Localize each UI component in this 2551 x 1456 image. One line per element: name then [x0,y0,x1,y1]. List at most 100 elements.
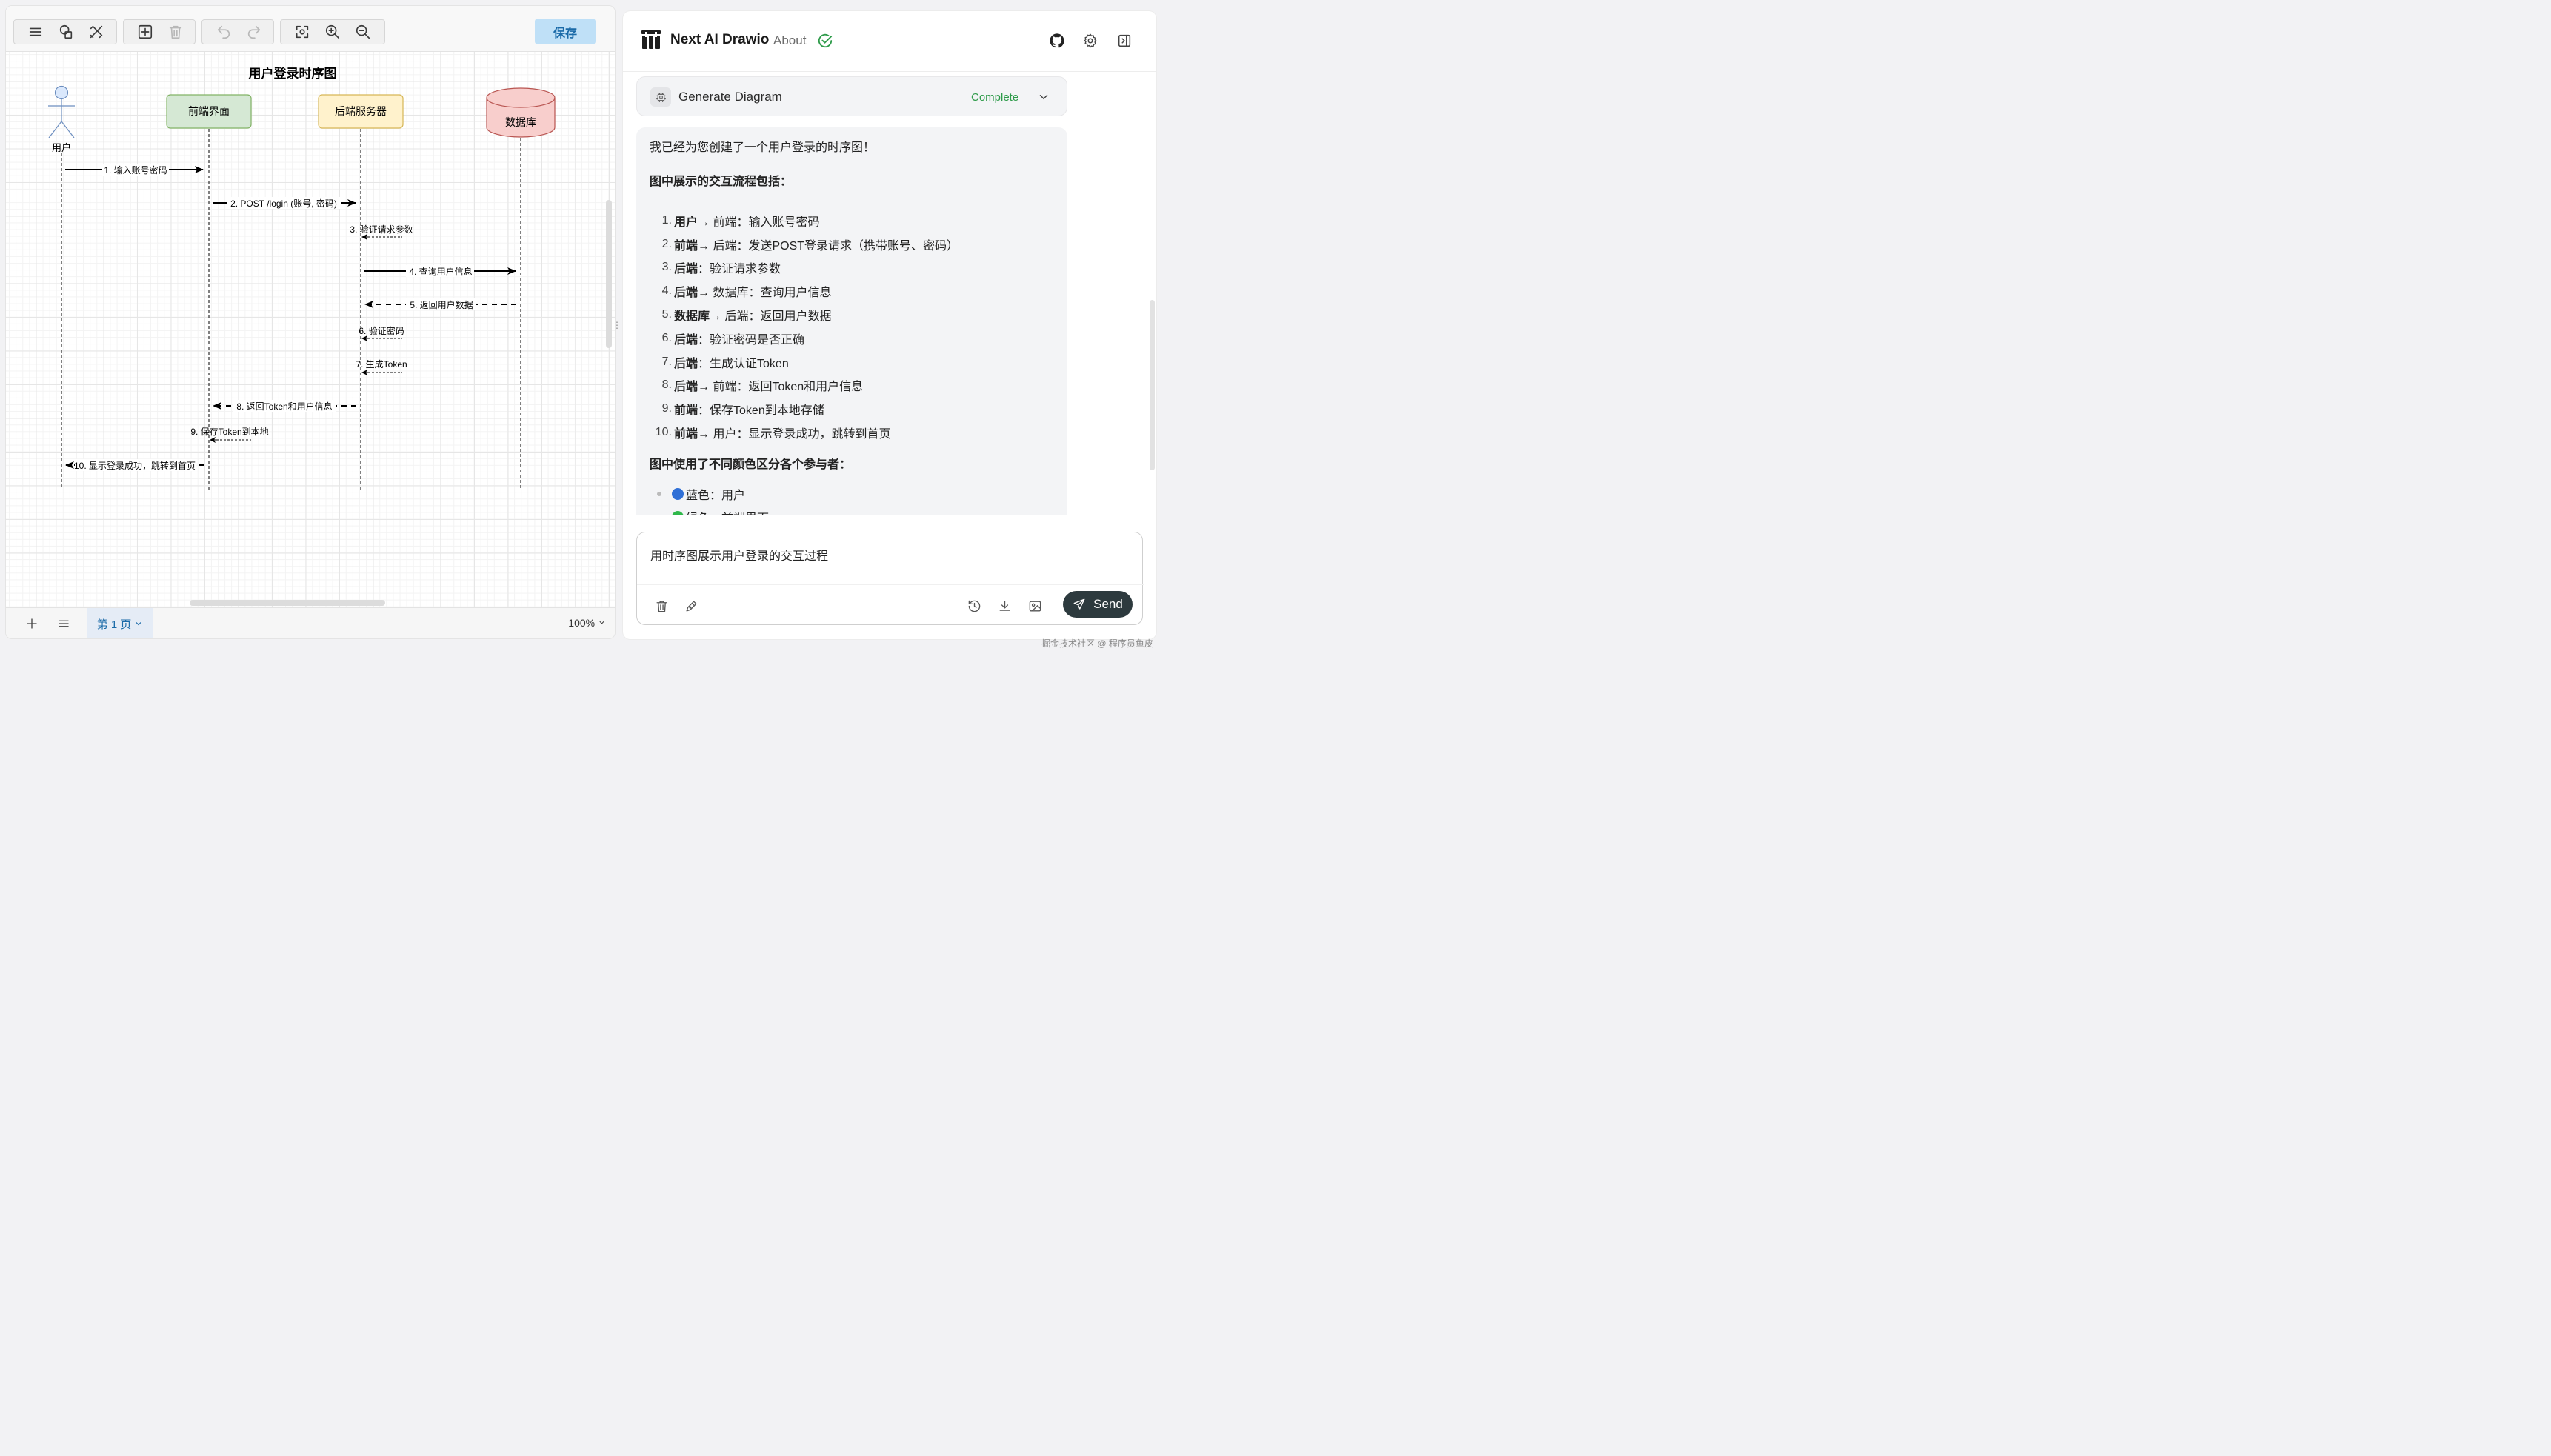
step-text: ：验证请求参数 [698,263,781,276]
toolbar-group-zoom [280,19,385,44]
step-actor: 数据库 [674,310,710,324]
step-text: ：生成认证Token [698,357,789,370]
message-9[interactable]: 9. 保存Token到本地 [190,427,269,443]
chevron-down-icon [599,621,604,624]
format-icon[interactable] [81,20,111,44]
toolbar-group-edit [123,19,196,44]
redo-icon[interactable] [239,20,269,44]
database-cylinder[interactable]: 数据库 [486,87,556,138]
message-fade [636,515,1067,528]
shapes-icon[interactable] [50,20,81,44]
message-4[interactable]: 4. 查询用户信息 [364,265,516,277]
page-tab-label: 第 1 页 [96,618,132,631]
gear-icon[interactable] [1081,31,1100,50]
pen-icon[interactable] [681,596,701,615]
step-actor: 后端 [674,263,698,276]
check-circle-icon [818,33,833,48]
message-5[interactable]: 5. 返回用户数据 [364,298,516,310]
diagram-title[interactable]: 用户登录时序图 [249,66,337,81]
frontend-box[interactable]: 前端界面 [166,94,252,129]
image-icon[interactable] [1025,596,1044,615]
delete-icon[interactable] [160,20,190,44]
color-legend-text: 蓝色：用户 [686,490,746,503]
message-9-label: 9. 保存Token到本地 [190,427,268,437]
flow-step: 2.前端 → 后端：发送POST登录请求（携带账号、密码） [650,233,1054,256]
menu-icon[interactable] [20,20,50,44]
message-6-label: 6. 验证密码 [359,325,404,336]
backend-box[interactable]: 后端服务器 [318,94,404,129]
watermark: 掘金技术社区 @ 程序员鱼皮 [1041,638,1153,649]
zoom-out-icon[interactable] [347,20,378,44]
message-1[interactable]: 1. 输入账号密码 [65,164,204,176]
step-number: 5. [661,308,672,321]
page-tab[interactable]: 第 1 页 [87,608,153,638]
cpu-icon [650,87,671,107]
download-icon[interactable] [995,596,1014,615]
panel-toggle-icon[interactable] [1115,31,1134,50]
message-1-label: 1. 输入账号密码 [104,164,167,176]
step-text: → 前端：输入账号密码 [698,216,820,229]
message-3[interactable]: 3. 验证请求参数 [350,224,413,240]
github-icon[interactable] [1047,31,1067,50]
pages-menu-icon[interactable] [54,614,73,633]
step-text: → 数据库：查询用户信息 [698,287,832,300]
canvas-horizontal-scrollbar[interactable] [190,600,385,606]
message-2-label: 2. POST /login (账号, 密码) [230,198,337,209]
step-text: ：保存Token到本地存储 [698,404,824,418]
step-number: 4. [661,284,672,298]
user-label: 用户 [52,142,71,153]
color-dot-icon [672,488,684,501]
message-8[interactable]: 8. 返回Token和用户信息 [213,400,356,412]
message-4-label: 4. 查询用户信息 [409,266,472,277]
step-actor: 前端 [674,239,698,253]
flow-heading: 图中展示的交互流程包括： [650,176,793,188]
send-button[interactable]: Send [1063,591,1133,618]
message-10[interactable]: 10. 显示登录成功，跳转到首页 [65,459,204,471]
history-icon[interactable] [964,596,984,615]
zoom-select[interactable]: 100% [568,617,606,629]
chat-input-box[interactable]: 用时序图展示用户登录的交互过程 Send [636,532,1144,625]
step-actor: 后端 [674,333,698,347]
tool-call-card[interactable]: Generate Diagram Complete [636,76,1067,116]
flow-step: 10.前端 → 用户：显示登录成功，跳转到首页 [650,421,1054,444]
message-5-label: 5. 返回用户数据 [410,299,473,310]
color-legend-item: 蓝色：用户 [650,483,1054,506]
fit-icon[interactable] [287,20,317,44]
add-page-icon[interactable] [22,614,41,633]
flow-step: 9.前端：保存Token到本地存储 [650,397,1054,421]
input-divider [637,584,1144,585]
color-heading: 图中使用了不同颜色区分各个参与者： [650,458,852,471]
app-logo-icon [641,30,661,49]
chat-header: Next AI Drawio About [623,11,1156,72]
editor-toolbar: 保存 [6,6,615,52]
message-intro: 我已经为您创建了一个用户登录的时序图！ [650,141,876,154]
message-2[interactable]: 2. POST /login (账号, 密码) [213,197,356,209]
lifelines [61,129,521,490]
flow-step: 6.后端：验证密码是否正确 [650,327,1054,350]
diagram-canvas[interactable]: 用户登录时序图 用户 [6,52,615,607]
about-link[interactable]: About [773,33,807,47]
step-actor: 后端 [674,357,698,370]
canvas-vertical-scrollbar[interactable] [606,200,612,348]
trash-icon[interactable] [652,596,671,615]
step-text: → 用户：显示登录成功，跳转到首页 [698,428,891,441]
message-7[interactable]: 7. 生成Token [356,359,407,375]
step-actor: 后端 [674,287,698,300]
chat-scrollbar[interactable] [1150,300,1155,470]
insert-icon[interactable] [130,20,160,44]
flow-step: 3.后端：验证请求参数 [650,256,1054,280]
chevron-down-icon [136,622,141,626]
zoom-in-icon[interactable] [317,20,347,44]
user-actor[interactable]: 用户 [48,85,75,154]
chat-input[interactable]: 用时序图展示用户登录的交互过程 [650,550,829,563]
flow-step: 5.数据库 → 后端：返回用户数据 [650,303,1054,327]
chevron-down-icon[interactable] [1037,90,1050,104]
step-number: 1. [661,213,672,227]
message-6[interactable]: 6. 验证密码 [359,325,404,341]
toolbar-group-view [13,19,117,44]
frontend-label: 前端界面 [188,105,230,117]
app-title: Next AI Drawio [670,32,770,47]
save-button[interactable]: 保存 [535,19,596,44]
undo-icon[interactable] [208,20,239,44]
